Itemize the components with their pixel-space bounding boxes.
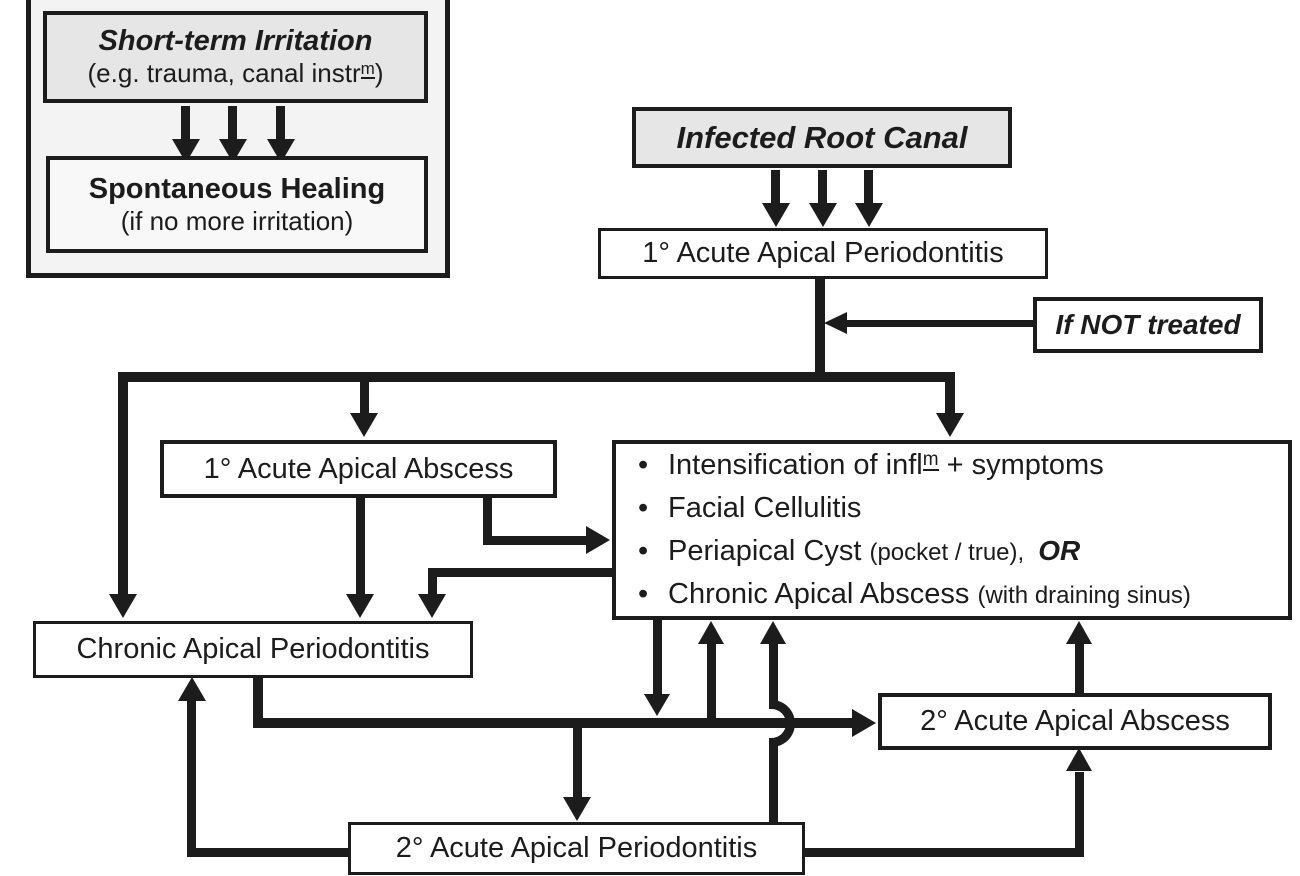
line-hop-bridge	[769, 700, 795, 747]
chronic-ap-box: Chronic Apical Periodontitis	[33, 621, 473, 678]
short-term-irritation-caption: (e.g. trauma, canal instrm)	[87, 58, 384, 88]
spontaneous-healing-box: Spontaneous Healing (if no more irritati…	[46, 156, 428, 253]
bullet-icon: •	[638, 492, 649, 524]
bullet-icon: •	[638, 578, 649, 610]
outcome-item-chronic-abscess: • Chronic Apical Abscess (with draining …	[638, 578, 1191, 610]
short-term-irritation-box: Short-term Irritation (e.g. trauma, cana…	[43, 11, 428, 103]
bullet-icon: •	[638, 535, 649, 567]
or-emphasis: OR	[1038, 535, 1081, 566]
secondary-aaa-label: 2° Acute Apical Abscess	[920, 705, 1230, 737]
connector-distribution-line	[118, 372, 955, 382]
secondary-aap-box: 2° Acute Apical Periodontitis	[348, 822, 805, 875]
spontaneous-healing-caption: (if no more irritation)	[120, 205, 354, 236]
secondary-aaa-box: 2° Acute Apical Abscess	[878, 693, 1272, 750]
bullet-icon: •	[638, 449, 649, 481]
primary-aaa-box: 1° Acute Apical Abscess	[160, 440, 557, 498]
infected-root-canal-label: Infected Root Canal	[676, 119, 968, 155]
infected-root-canal-box: Infected Root Canal	[632, 107, 1012, 168]
primary-aap-box: 1° Acute Apical Periodontitis	[598, 228, 1048, 279]
primary-aaa-label: 1° Acute Apical Abscess	[203, 452, 514, 485]
outcome-item-facial-cellulitis: • Facial Cellulitis	[638, 492, 862, 524]
superscript-m: m	[360, 59, 375, 79]
connector-primary-aap-stem	[815, 278, 825, 382]
primary-aap-label: 1° Acute Apical Periodontitis	[642, 237, 1004, 269]
spontaneous-healing-title: Spontaneous Healing	[88, 172, 386, 205]
secondary-aap-label: 2° Acute Apical Periodontitis	[395, 832, 758, 864]
if-not-treated-box: If NOT treated	[1033, 297, 1263, 353]
if-not-treated-label: If NOT treated	[1055, 309, 1241, 340]
outcome-item-intensification: • Intensification of inflm + symptoms	[638, 449, 1104, 481]
outcome-item-periapical-cyst: • Periapical Cyst (pocket / true),OR	[638, 535, 1081, 567]
short-term-irritation-title: Short-term Irritation	[98, 25, 373, 57]
superscript-m: m	[922, 449, 939, 471]
outcomes-box: • Intensification of inflm + symptoms • …	[612, 440, 1292, 620]
chronic-ap-label: Chronic Apical Periodontitis	[76, 633, 430, 665]
